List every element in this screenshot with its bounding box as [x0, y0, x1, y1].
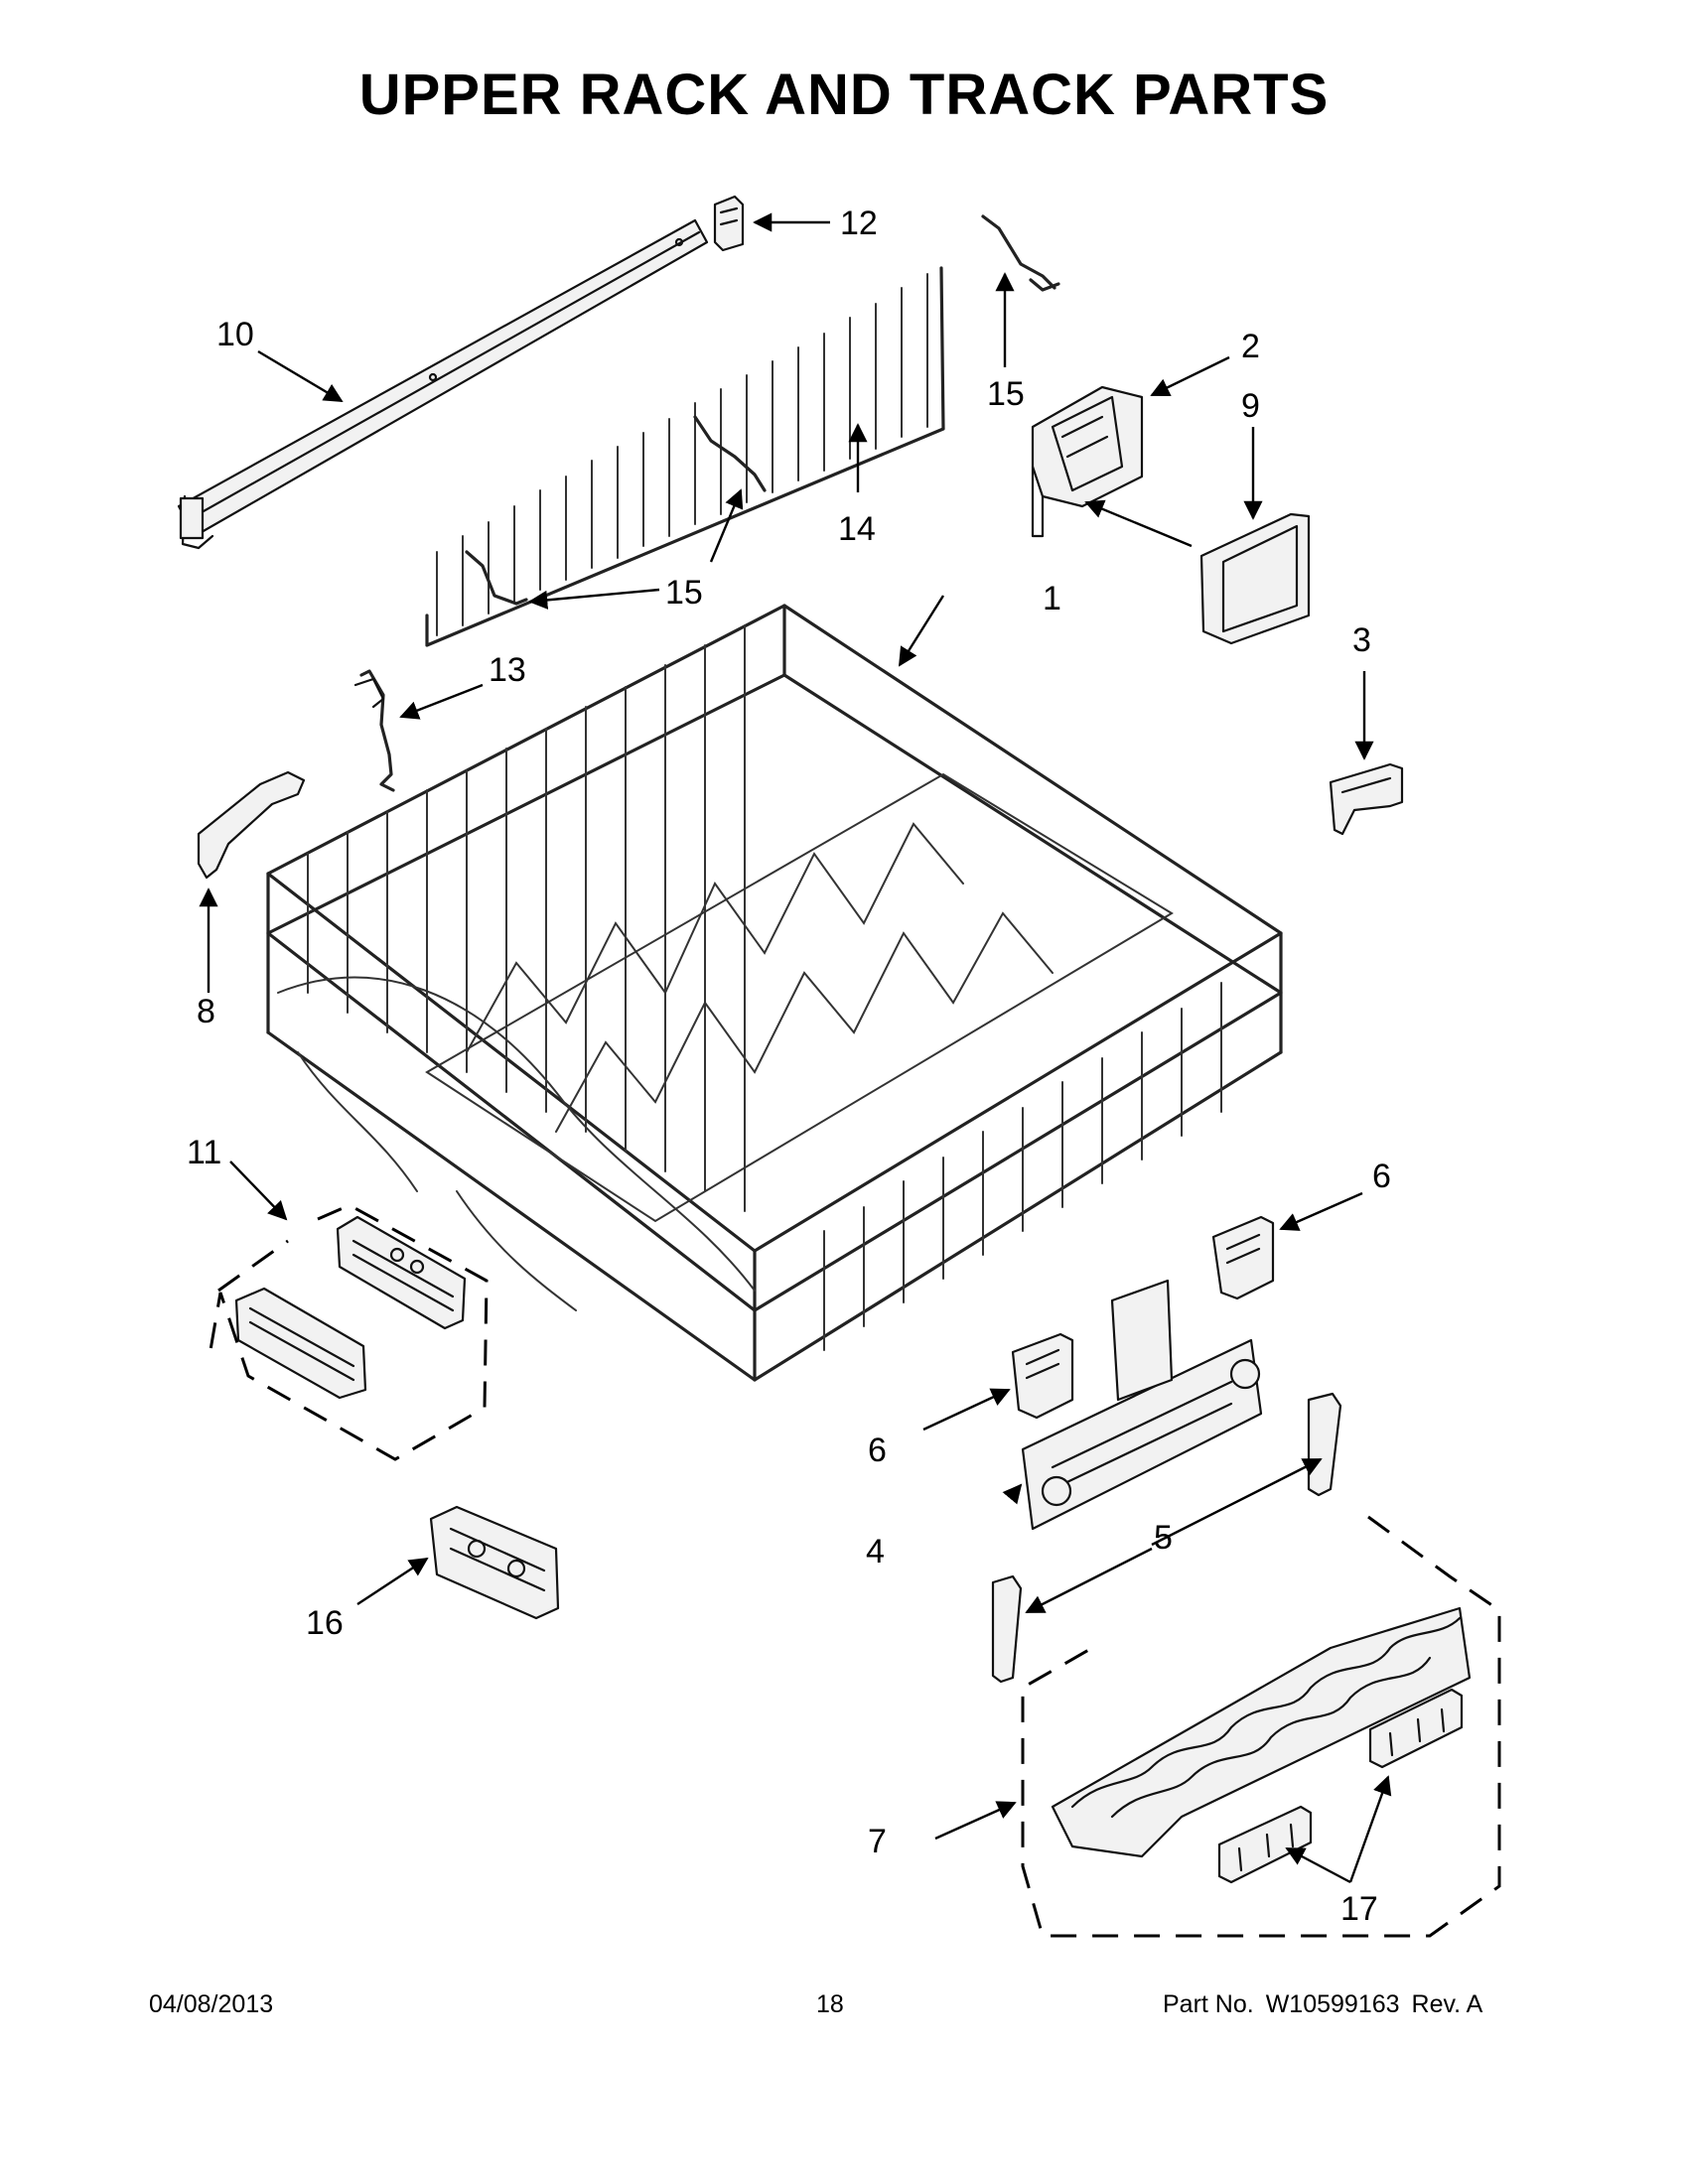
callout-8: 8: [197, 993, 215, 1030]
part-12-clip: [713, 195, 745, 252]
part-1-upper-rack: [266, 604, 1283, 1382]
part-16-bracket: [429, 1505, 560, 1620]
part-9-cover: [1199, 512, 1311, 645]
callout-13: 13: [489, 651, 526, 689]
part-2-bracket: [1031, 385, 1144, 538]
callout-9: 9: [1241, 387, 1260, 425]
footer-part-info: Part No. W10599163 Rev. A: [1163, 1990, 1494, 2019]
callout-5: 5: [1154, 1519, 1173, 1557]
callout-3: 3: [1352, 621, 1371, 659]
group-11-dashed-outline: [209, 1203, 489, 1461]
part-6-clip-upper: [1211, 1215, 1275, 1300]
part-11-handle: [234, 1215, 467, 1400]
callout-arrows: [199, 212, 1392, 1884]
callout-4: 4: [866, 1533, 885, 1570]
callout-2: 2: [1241, 328, 1260, 365]
part-17-clip-right: [1368, 1688, 1464, 1769]
part-5-end-cap-upper: [1307, 1392, 1342, 1497]
callout-7: 7: [868, 1823, 887, 1860]
callout-6-upper: 6: [1372, 1158, 1391, 1195]
footer-page-number: 18: [816, 1990, 844, 2018]
part-7-cup-shelf: [1051, 1606, 1472, 1858]
callout-10: 10: [216, 316, 254, 353]
callout-15-top: 15: [987, 375, 1025, 413]
group-7-dashed-outline: [1021, 1515, 1501, 1938]
part-15-clip-top: [981, 214, 1060, 292]
part-6-clip-lower: [1011, 1332, 1074, 1420]
part-8-clip: [197, 770, 306, 880]
footer-part-number: W10599163: [1265, 1990, 1400, 2018]
callout-11: 11: [187, 1134, 221, 1171]
footer-date: 04/08/2013: [149, 1990, 274, 2018]
callout-12: 12: [840, 205, 878, 242]
part-17-clip-left: [1217, 1805, 1313, 1884]
callout-6-lower: 6: [868, 1432, 887, 1469]
part-3-clip: [1329, 762, 1404, 836]
part-10-track-rail: [177, 218, 709, 550]
part-5-end-cap-lower: [991, 1574, 1023, 1684]
part-13-latch: [353, 669, 395, 792]
callout-1: 1: [1043, 580, 1061, 617]
part-4-track-assembly: [1021, 1279, 1263, 1531]
page-title: UPPER RACK AND TRACK PARTS: [358, 63, 1330, 127]
footer-part-label: Part No.: [1163, 1990, 1254, 2018]
callout-14: 14: [838, 510, 876, 548]
callout-15-middle: 15: [665, 574, 703, 612]
callout-17: 17: [1340, 1890, 1378, 1928]
footer-revision: Rev. A: [1411, 1990, 1483, 2018]
callout-16: 16: [306, 1604, 344, 1642]
